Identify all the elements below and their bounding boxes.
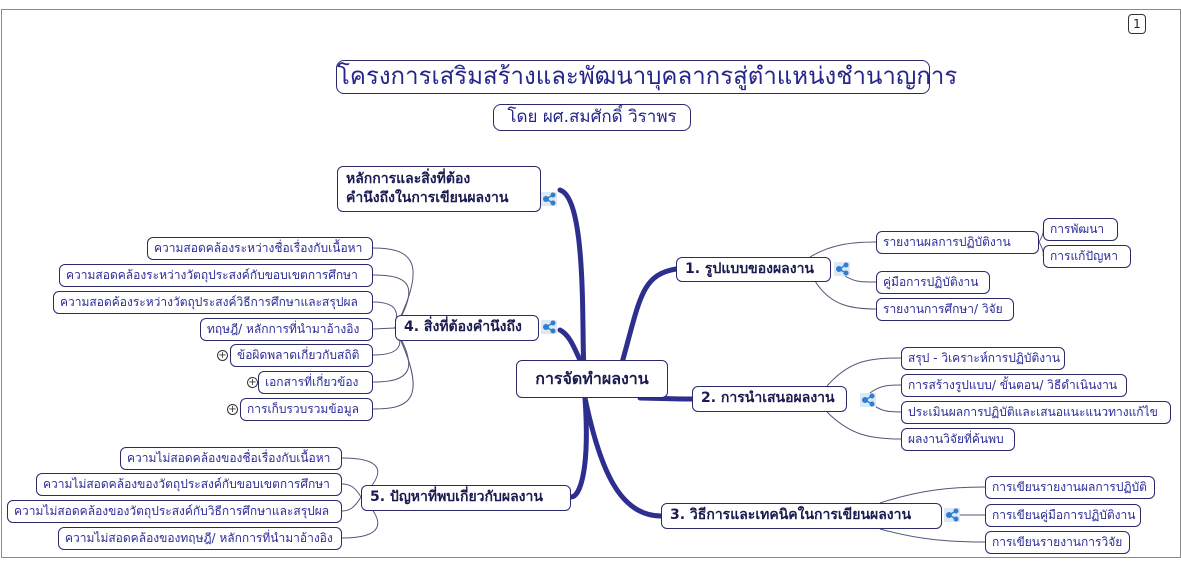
subtopic[interactable]: ความสอดคล้องระหว่างวัตถุประสงค์กับขอบเขต… (59, 264, 373, 287)
branch-1-formats[interactable]: 1. รูปแบบของผลงาน (676, 257, 831, 282)
central-topic[interactable]: การจัดทำผลงาน (516, 360, 668, 398)
subtopic[interactable]: ทฤษฎี/ หลักการที่นำมาอ้างอิง (200, 318, 373, 341)
subtopic[interactable]: การแก้ปัญหา (1043, 245, 1131, 268)
subtopic[interactable]: ประเมินผลการปฏิบัติและเสนอแนะแนวทางแก้ไข (901, 401, 1171, 424)
mindmap-link-icon[interactable] (541, 192, 557, 206)
subtopic[interactable]: การเขียนรายงานการวิจัย (985, 531, 1130, 554)
expand-plus-icon[interactable]: + (217, 350, 228, 361)
mindmap-link-icon[interactable] (834, 262, 850, 276)
subtopic[interactable]: การพัฒนา (1043, 218, 1118, 241)
map-title[interactable]: โครงการเสริมสร้างและพัฒนาบุคลากรสู่ตำแหน… (336, 60, 957, 94)
subtopic[interactable]: รายงานการศึกษา/ วิจัย (876, 298, 1014, 321)
subtopic[interactable]: ความไม่สอดคล้องของวัตถุประสงค์กับขอบเขตก… (36, 473, 342, 496)
subtopic[interactable]: ข้อผิดพลาดเกี่ยวกับสถิติ (230, 344, 373, 367)
topic-principles[interactable]: หลักการและสิ่งที่ต้อง คำนึงถึงในการเขียน… (337, 166, 541, 212)
branch-line-5 (568, 395, 589, 500)
branch-2-presentation[interactable]: 2. การนำเสนอผลงาน (692, 386, 847, 412)
page-number-badge: 1 (1128, 14, 1146, 34)
branch-5-problems[interactable]: 5. ปัญหาที่พบเกี่ยวกับผลงาน (361, 485, 571, 511)
subtopic[interactable]: ความสอดคล้องระหว่างชื่อเรื่องกับเนื้อหา (147, 237, 373, 260)
branch-line-2 (637, 395, 695, 402)
subtopic[interactable]: ผลงานวิจัยที่ค้นพบ (901, 428, 1015, 451)
mindmap-link-icon[interactable] (944, 508, 960, 522)
topic-principles-line2: คำนึงถึงในการเขียนผลงาน (346, 190, 509, 206)
expand-plus-icon[interactable]: + (247, 377, 258, 388)
subtopic[interactable]: ความไม่สอดคล้องของวัตถุประสงค์กับวิธีการ… (7, 500, 342, 523)
branch-line-3 (582, 395, 664, 519)
subtopic[interactable]: สรุป - วิเคราะห์การปฏิบัติงาน (901, 347, 1065, 370)
subtopic[interactable]: การสร้างรูปแบบ/ ขั้นตอน/ วิธีดำเนินงาน (901, 374, 1127, 397)
subtopic[interactable]: รายงานผลการปฏิบัติงาน (876, 231, 1039, 254)
subtopic[interactable]: ความไม่สอดคล้องของทฤษฎี/ หลักการที่นำมาอ… (58, 527, 342, 550)
subtopic[interactable]: เอกสารที่เกี่ยวข้อง (258, 371, 373, 394)
subtopic[interactable]: การเก็บรวบรวมข้อมูล (240, 398, 373, 421)
topic-principles-line1: หลักการและสิ่งที่ต้อง (346, 171, 471, 187)
branch-line-4 (557, 327, 583, 363)
branch-line-1 (617, 266, 679, 373)
subtopic[interactable]: การเขียนรายงานผลการปฏิบัติ (985, 476, 1155, 499)
map-subtitle[interactable]: โดย ผศ.สมศักดิ์ วิราพร (493, 104, 691, 131)
expand-plus-icon[interactable]: + (227, 404, 238, 415)
subtopic[interactable]: ความไม่สอดคล้องของชื่อเรื่องกับเนื้อหา (120, 447, 342, 470)
subtopic[interactable]: ความสอดค้องระหว่างวัตถุประสงค์วิธีการศึก… (53, 291, 373, 314)
mindmap-link-icon[interactable] (860, 393, 876, 407)
subtopic[interactable]: การเขียนคู่มือการปฏิบัติงาน (985, 504, 1141, 527)
mindmap-link-icon[interactable] (541, 320, 557, 334)
subtopic[interactable]: คู่มือการปฏิบัติงาน (876, 271, 990, 294)
branch-3-writing-techniques[interactable]: 3. วิธีการและเทคนิคในการเขียนผลงาน (661, 503, 942, 529)
branch-line-top (557, 187, 588, 383)
branch-4-considerations[interactable]: 4. สิ่งที่ต้องคำนึงถึง (395, 315, 539, 341)
